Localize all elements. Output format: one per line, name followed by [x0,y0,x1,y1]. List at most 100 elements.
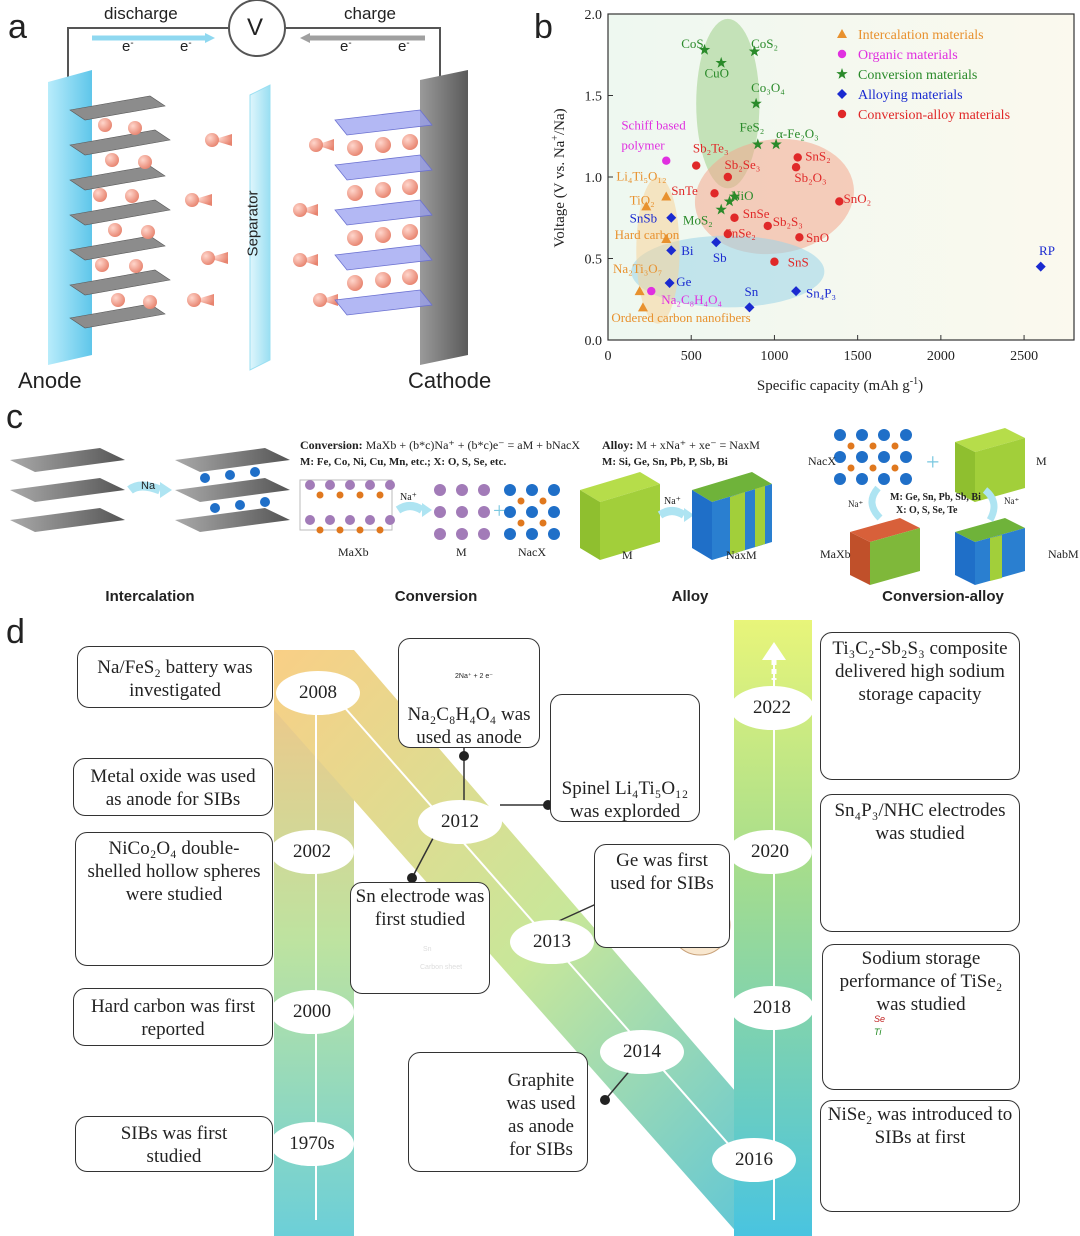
anode-ions [93,118,157,309]
event-fes2-battery: Na/FeS₂ battery was investigated [77,646,273,708]
cathode-plate [420,70,468,365]
inset-sn-label: Sn [423,946,432,953]
legend-label: Conversion materials [858,68,977,83]
ca-nabm-cube [955,518,1025,585]
svg-text:+: + [926,450,940,476]
point-annotation: Li₄Ti₅O₁₂ [616,168,666,183]
year-2014: 2014 [600,1030,684,1074]
y-tick-label: 1.0 [585,171,603,186]
legend-marker [837,89,847,99]
panel-label-b: b [534,8,553,46]
electron-label-1: e- [122,38,134,55]
intercalation-product [175,448,290,532]
alloy-elements: M: Si, Ge, Sn, Pb, P, Sb, Bi [602,456,728,468]
ca-maxb-cube [850,518,920,585]
panel-label-d: d [6,613,25,651]
separator [249,84,271,371]
event-ti3c2: Ti₃C₂-Sb₂S₃ composite delivered high sod… [820,632,1020,780]
conversion-right-label: NacX [518,545,546,559]
data-point [647,286,656,296]
year-2000: 2000 [270,990,354,1034]
mechanism-title-conversion: Conversion [394,588,478,605]
voltmeter [228,0,286,57]
ca-nacx [834,429,912,485]
data-point [692,161,701,170]
future-arrow [762,642,786,660]
point-annotation: Sn [744,284,758,299]
data-point [763,221,772,231]
y-tick-label: 0.0 [585,334,603,349]
alloy-product-cube [692,472,772,560]
point-annotation: SnSe₂ [725,225,756,240]
ca-top-right-label: M [1036,454,1047,468]
point-annotation: NiO [731,188,753,203]
intercalation-ion-label: Na [141,480,156,492]
inset-ti-label: Ti [874,1027,882,1037]
conversion-equation: Conversion: MaXb + (b*c)Na⁺ + (b*c)e⁻ = … [300,438,581,452]
event-ge: Ge was first used for SIBs [594,844,730,948]
ca-x-elements: X: O, S, Se, Te [896,505,958,516]
x-tick-label: 2500 [1010,349,1038,364]
ca-m-elements: M: Ge, Sn, Pb, Sb, Bi [890,492,981,503]
cathode-layers [334,109,433,316]
ca-bottom-right-label: NabM [1048,547,1079,561]
intercalation-host [10,448,125,532]
year-2016: 2016 [712,1138,796,1182]
event-hard-carbon: Hard carbon was first reported [73,988,273,1046]
inset-se-label: Se [874,1014,886,1024]
y-tick-label: 0.5 [585,253,603,268]
conversion-elements: M: Fe, Co, Ni, Cu, Mn, etc.; X: O, S, Se… [300,456,507,468]
point-annotation: SnSe [743,206,770,221]
data-point [723,195,736,207]
cathode-ions [347,134,418,291]
point-annotation: Sb₂O₃ [794,170,826,185]
battery-schematic [48,0,468,371]
x-tick-label: 2000 [927,349,955,364]
legend-label: Intercalation materials [858,28,984,43]
event-nico2o4: NiCo₂O₄ double-shelled hollow spheres we… [75,832,273,966]
y-axis-label: Voltage (V vs. Na+/Na) [550,108,568,247]
alloy-ion-label: Na⁺ [664,496,681,507]
point-annotation: SnS₂ [805,149,831,164]
data-point [793,153,802,162]
event-sn4p3: Sn₄P₃/NHC electrodes was studied [820,794,1020,932]
legend-marker [836,68,848,79]
data-point [711,237,722,248]
data-point [723,229,733,239]
year-2018: 2018 [730,986,814,1030]
legend-label: Organic materials [858,48,958,63]
data-point [791,286,802,297]
event-tise2: Sodium storage performance of TiSe₂ was … [822,944,1020,1090]
point-annotation: Na₂Ti₃O₇ [613,261,662,276]
point-annotation: SnTe [671,183,698,198]
panel-label-c: c [6,398,23,436]
point-annotation: Schiff based [621,118,686,133]
point-annotation: Bi [681,243,694,258]
point-annotation: CuO [705,66,730,81]
legend-marker [837,49,847,59]
point-annotation: Sb [713,250,727,265]
event-graphite: Graphite was used as anode for SIBs [408,1052,588,1172]
point-annotation: Sn₄P₃ [806,286,836,301]
point-annotation: polymer [621,137,665,152]
y-tick-label: 2.0 [585,8,603,23]
point-annotation: Ordered carbon nanofibers [611,310,750,325]
event-nise2: NiSe₂ was introduced to SIBs at first [820,1100,1020,1212]
electron-label-2: e- [180,38,192,55]
point-annotation: FeS₂ [739,119,764,134]
data-point [666,212,677,223]
year-2020: 2020 [728,830,812,874]
event-sibs-first: SIBs was first studied [75,1116,273,1172]
conversion-metal [434,484,490,540]
charge-label: charge [344,4,396,23]
mechanism-title-alloy: Alloy [671,588,709,605]
data-point [752,138,764,150]
conversion-ion-label: Na⁺ [400,492,417,503]
point-annotation: Ge [676,274,691,289]
year-1970s: 1970s [270,1122,354,1166]
data-point [770,138,782,150]
event-spinel: Spinel Li₄Ti₅O₁₂ was explorded [550,694,700,822]
data-point [634,286,645,296]
point-annotation: RP [1039,243,1055,258]
